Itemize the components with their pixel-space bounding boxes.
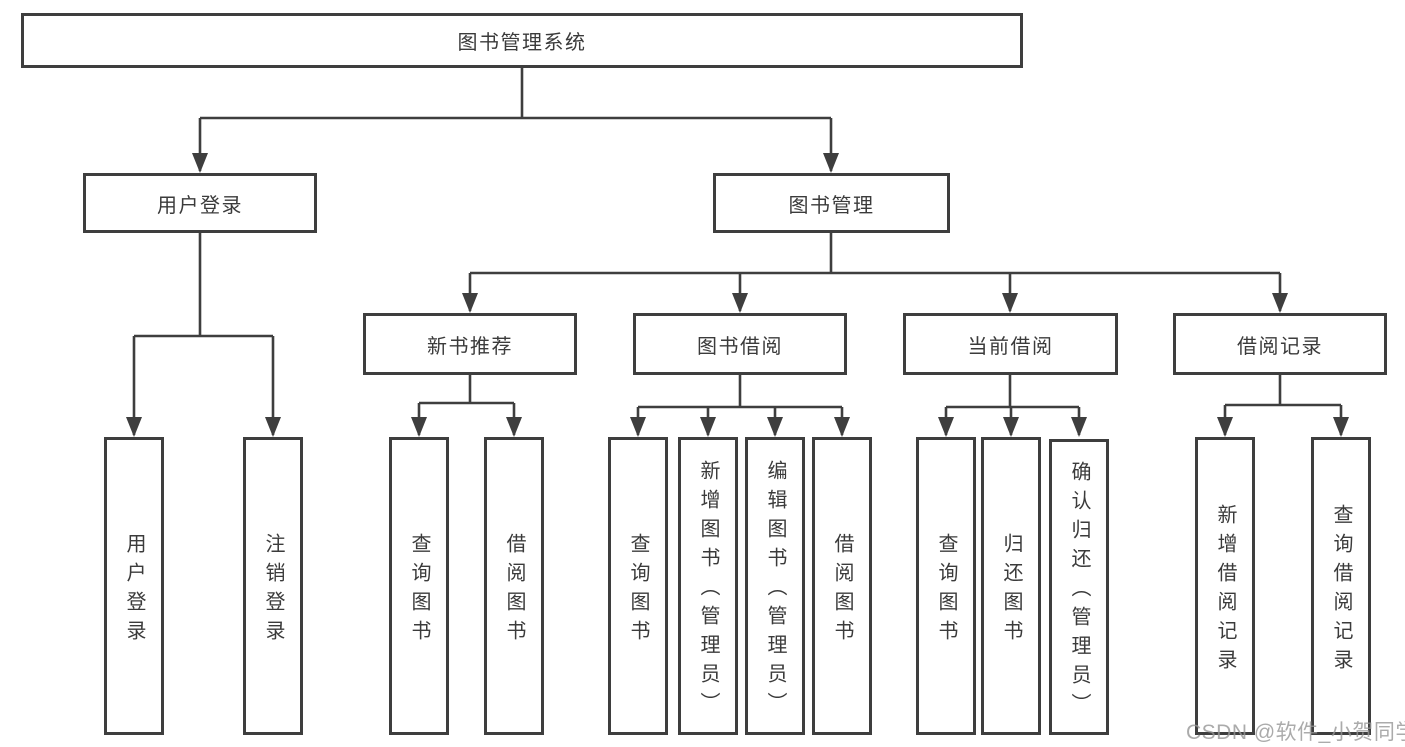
node-borrow-records: 借阅记录 [1173,313,1387,375]
new-book-recommend-children-connector [411,375,522,437]
leaf-add-books-admin-label: 新增图书（管理员） [697,460,719,721]
leaf-user-login: 用户登录 [104,437,164,735]
leaf-current-query-books: 查询图书 [916,437,976,735]
leaf-recommend-query-books-label: 查询图书 [408,532,430,649]
node-root-system: 图书管理系统 [21,13,1023,68]
leaf-recommend-query-books: 查询图书 [389,437,449,735]
leaf-logout-label: 注销登录 [262,532,284,649]
leaf-current-query-books-label: 查询图书 [935,532,957,649]
current-borrow-children-connector [938,375,1087,437]
node-new-book-recommend: 新书推荐 [363,313,577,375]
leaf-return-books-label: 归还图书 [1000,532,1022,649]
book-borrow-children-connector [630,375,850,437]
leaf-query-borrow-record-label: 查询借阅记录 [1330,503,1352,678]
leaf-borrow-borrow-books-label: 借阅图书 [831,532,853,649]
leaf-add-borrow-record-label: 新增借阅记录 [1214,503,1236,678]
watermark: CSDN @软件_小贺同学 [1186,721,1405,744]
leaf-recommend-borrow-books: 借阅图书 [484,437,544,735]
node-user-login: 用户登录 [83,173,317,233]
leaf-query-borrow-record: 查询借阅记录 [1311,437,1371,735]
leaf-edit-books-admin-label: 编辑图书（管理员） [764,460,786,721]
leaf-confirm-return-admin: 确认归还（管理员） [1049,439,1109,735]
leaf-recommend-borrow-books-label: 借阅图书 [503,532,525,649]
leaf-borrow-query-books: 查询图书 [608,437,668,735]
node-current-borrow: 当前借阅 [903,313,1118,375]
leaf-borrow-query-books-label: 查询图书 [627,532,649,649]
leaf-edit-books-admin: 编辑图书（管理员） [745,437,805,735]
borrow-records-children-connector [1217,375,1349,437]
leaf-confirm-return-admin-label: 确认归还（管理员） [1068,461,1090,722]
root-to-level2-connector [192,68,839,173]
node-book-borrow: 图书借阅 [633,313,847,375]
leaf-logout: 注销登录 [243,437,303,735]
leaf-return-books: 归还图书 [981,437,1041,735]
book-management-children-connector [462,233,1288,313]
leaf-add-books-admin: 新增图书（管理员） [678,437,738,735]
user-login-children-connector [126,233,281,437]
node-book-management: 图书管理 [713,173,950,233]
leaf-add-borrow-record: 新增借阅记录 [1195,437,1255,735]
leaf-user-login-label: 用户登录 [123,532,145,649]
leaf-borrow-borrow-books: 借阅图书 [812,437,872,735]
